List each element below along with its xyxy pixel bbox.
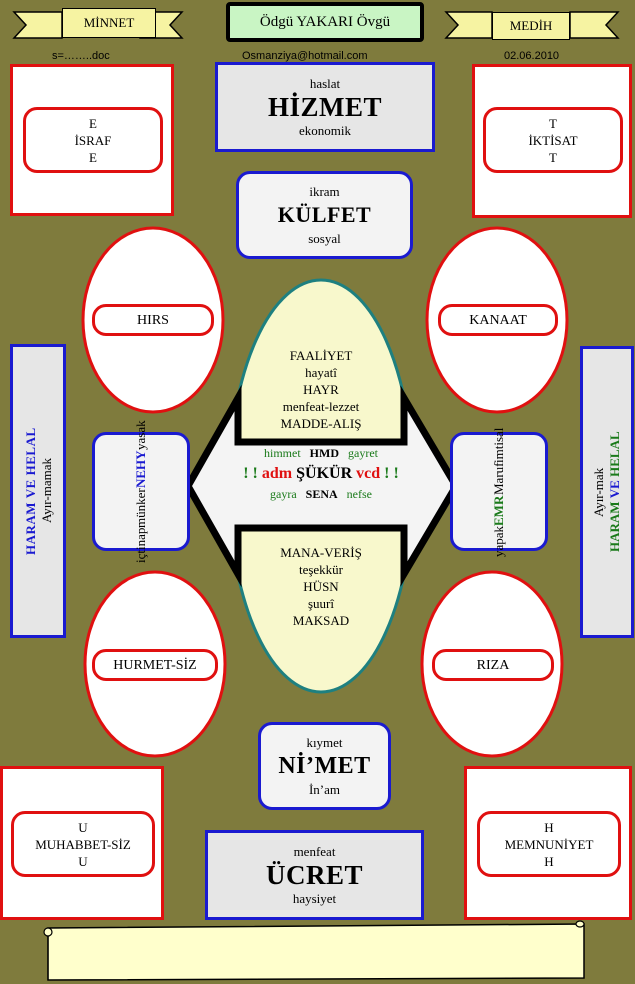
memnuniyet-line-3: H: [544, 853, 554, 869]
israf-line-1: E: [89, 115, 97, 131]
nefse-label: nefse: [346, 487, 372, 501]
kulfet-title: KÜLFET: [277, 202, 372, 227]
sena-label: SENA: [305, 487, 338, 501]
nehy-line-2: münker: [133, 488, 148, 528]
ucret-bottom: haysiyet: [292, 891, 337, 906]
hizmet-box: haslat HİZMET ekonomik: [215, 62, 435, 152]
muhabbetsiz-line-2: MUHABBET-SİZ: [35, 836, 131, 852]
hirs-label: HIRS: [137, 312, 169, 328]
riza-label: RIZA: [476, 657, 510, 673]
bottom-scroll: [47, 923, 585, 981]
center-lower-text: MANA-VERİŞ teşekkür HÜSN şuurî MAKSAD: [256, 543, 386, 629]
upper-line-2: hayatî: [305, 364, 337, 380]
lower-line-5: MAKSAD: [292, 612, 350, 628]
emr-box: yapak EMR Maruf imtisal: [450, 427, 548, 557]
excl-left: ! !: [243, 465, 258, 482]
iktisat-line-1: T: [549, 115, 557, 131]
gayra-label: gayra: [270, 487, 297, 501]
corner-box-bottom-left: U MUHABBET-SİZ U: [0, 766, 164, 920]
lower-line-2: teşekkür: [298, 561, 344, 577]
excl-right: ! !: [384, 465, 399, 482]
lower-line-3: HÜSN: [303, 578, 339, 594]
kanaat-label-box: KANAAT: [438, 304, 558, 336]
muhabbetsiz-line-1: U: [78, 819, 88, 835]
nimet-box: kıymet Nİ’MET İn’am: [258, 722, 391, 810]
iktisat-line-2: İKTİSAT: [528, 132, 578, 148]
nimet-title: Nİ’MET: [278, 753, 371, 779]
adm-label: adm: [261, 465, 293, 482]
israf-line-2: İSRAF: [74, 132, 112, 148]
corner-box-top-left: E İSRAF E: [10, 64, 174, 216]
israf-box: E İSRAF E: [23, 107, 163, 173]
kulfet-top: ikram: [309, 184, 340, 199]
corner-box-bottom-right: H MEMNUNİYET H: [464, 766, 632, 920]
ucret-box: menfeat ÜCRET haysiyet: [205, 830, 424, 920]
hizmet-bottom: ekonomik: [299, 123, 351, 138]
gayret-label: gayret: [348, 446, 378, 460]
corner-box-top-right: T İKTİSAT T: [472, 64, 632, 218]
page-title: Ödgü YAKARI Övgü: [226, 2, 424, 42]
medih-banner: MEDİH: [492, 12, 570, 40]
upper-line-4: menfeat-lezzet: [282, 398, 360, 414]
date-stamp: 02.06.2010: [504, 50, 560, 62]
center-row-2: ! ! adm ŞÜKÜR vcd ! !: [218, 465, 424, 487]
lower-line-4: şuurî: [308, 595, 334, 611]
upper-line-3: HAYR: [303, 381, 339, 397]
hurmetsiz-label-box: HURMET-SİZ: [92, 649, 218, 681]
emr-line-4: imtisal: [491, 427, 506, 463]
center-row-3: gayra SENA nefse: [228, 487, 414, 505]
ucret-top: menfeat: [293, 844, 336, 859]
muhabbetsiz-box: U MUHABBET-SİZ U: [11, 811, 155, 877]
lower-line-1: MANA-VERİŞ: [280, 544, 362, 560]
nimet-bottom: İn’am: [308, 782, 341, 797]
vcd-label: vcd: [356, 465, 381, 482]
kulfet-bottom: sosyal: [308, 231, 341, 246]
minnet-label: MİNNET: [83, 15, 135, 30]
sukur-label: ŞÜKÜR: [296, 465, 353, 482]
nehy-line-4: yasak: [133, 420, 148, 451]
himmet-label: himmet: [264, 446, 301, 460]
memnuniyet-line-2: MEMNUNİYET: [504, 836, 594, 852]
memnuniyet-line-1: H: [544, 819, 554, 835]
muhabbetsiz-line-3: U: [78, 853, 88, 869]
hirs-label-box: HIRS: [92, 304, 214, 336]
memnuniyet-box: H MEMNUNİYET H: [477, 811, 621, 877]
upper-line-1: FAALİYET: [289, 347, 353, 363]
emr-line-3: Maruf: [491, 462, 506, 496]
side-box-right: Ayır-mak HARAM VE HELAL: [580, 346, 634, 638]
nehy-line-1: içtinap: [133, 527, 148, 564]
medih-label: MEDİH: [509, 18, 553, 33]
kanaat-label: KANAAT: [469, 312, 527, 328]
hmd-label: HMD: [309, 446, 339, 460]
nehy-line-3: NEHY: [133, 450, 148, 489]
iktisat-line-3: T: [549, 149, 557, 165]
center-upper-text: FAALİYET hayatî HAYR menfeat-lezzet MADD…: [258, 344, 384, 434]
upper-line-5: MADDE-ALIŞ: [280, 415, 362, 431]
riza-label-box: RIZA: [432, 649, 554, 681]
israf-line-3: E: [89, 149, 97, 165]
hizmet-title: HİZMET: [267, 92, 383, 122]
iktisat-box: T İKTİSAT T: [483, 107, 623, 173]
file-name: s=……..doc: [52, 50, 110, 62]
side-box-left: HARAM VE HELAL Ayır-mamak: [10, 344, 66, 638]
emr-line-1: yapak: [491, 525, 506, 557]
ucret-title: ÜCRET: [265, 860, 363, 890]
kulfet-box: ikram KÜLFET sosyal: [236, 171, 413, 259]
minnet-banner: MİNNET: [62, 8, 156, 38]
email-address: Osmanziya@hotmail.com: [242, 50, 368, 62]
page-title-text: Ödgü YAKARI Övgü: [259, 13, 391, 30]
emr-line-2: EMR: [491, 495, 506, 526]
center-row-1: himmet HMD gayret: [228, 446, 414, 464]
hurmetsiz-label: HURMET-SİZ: [113, 657, 197, 673]
nehy-box: içtinap münker NEHY yasak: [92, 421, 190, 563]
hizmet-top: haslat: [309, 76, 341, 91]
nimet-top: kıymet: [306, 735, 343, 750]
